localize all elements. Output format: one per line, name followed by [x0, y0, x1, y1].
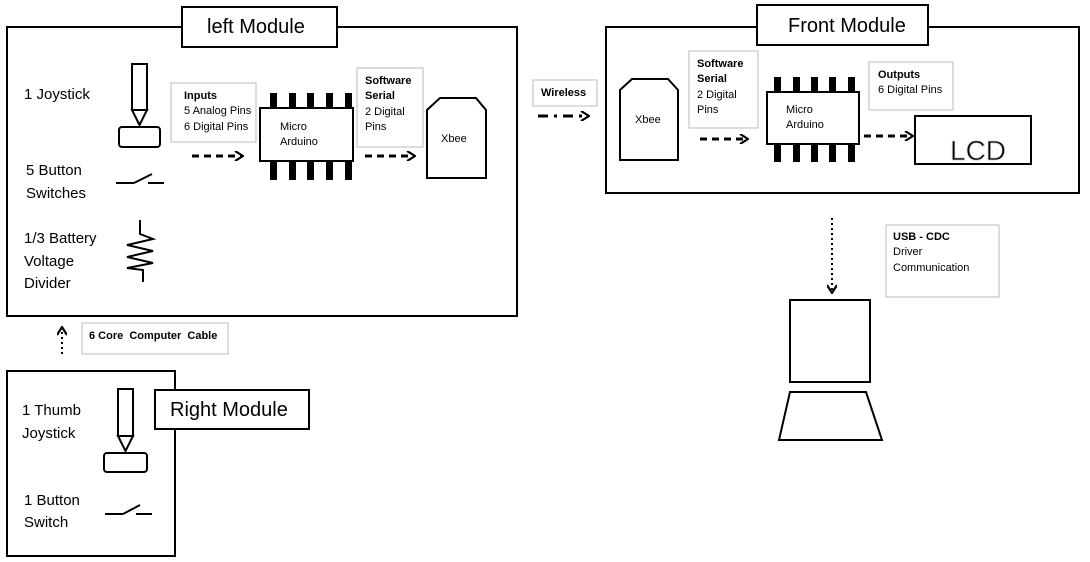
cable-label: 6 Core Computer Cable: [89, 330, 217, 342]
battery-label-3: Divider: [24, 275, 71, 292]
serial-note: [356, 67, 424, 148]
serial-note-line: Pins: [365, 121, 387, 133]
xbee-label: Xbee: [635, 114, 661, 126]
right-module-title: Right Module: [170, 399, 288, 421]
chip-label: Micro: [280, 121, 307, 133]
button-label: Switch: [24, 514, 68, 531]
serial-note-line: Pins: [697, 104, 719, 116]
joystick-icon: [118, 63, 161, 148]
arduino-chip-icon: [259, 93, 354, 180]
front-module-title: Front Module: [788, 15, 906, 37]
wireless-label: Wireless: [541, 87, 586, 99]
inputs-note: [170, 82, 257, 143]
joystick-label: 1 Joystick: [24, 86, 90, 103]
battery-label-1: 1/3 Battery: [24, 230, 97, 247]
inputs-note-line: 6 Digital Pins: [184, 121, 249, 133]
left-module: left Module 1 Joystick 5 Button Switches…: [6, 6, 518, 317]
battery-label-2: Voltage: [24, 253, 74, 270]
outputs-note-heading: Outputs: [878, 69, 920, 81]
serial-note-heading: Serial: [697, 73, 727, 85]
arduino-chip-icon: [766, 77, 860, 162]
chip-label: Micro: [786, 104, 813, 116]
inputs-note-heading: Inputs: [184, 90, 217, 102]
inputs-note-line: 5 Analog Pins: [184, 105, 252, 117]
thumb-joystick-label: 1 Thumb: [22, 402, 81, 419]
serial-note-heading: Serial: [365, 90, 395, 102]
switch-icon: [105, 504, 152, 515]
left-module-title-box: [181, 6, 338, 48]
lcd-label: LCD: [950, 135, 1006, 166]
serial-note-line: 2 Digital: [365, 106, 405, 118]
front-module: Front Module Xbee Software Serial 2 Digi…: [605, 4, 1080, 194]
cable-note: [81, 322, 229, 355]
xbee-icon: [619, 78, 679, 161]
front-module-title-box: [756, 4, 929, 46]
wireless-note: [532, 79, 598, 107]
usb-note-heading: USB - CDC: [893, 231, 950, 243]
chip-label: Arduino: [280, 136, 318, 148]
computer-icon: [777, 299, 884, 441]
right-module: Right Module 1 Thumb Joystick 1 Button S…: [6, 370, 310, 557]
usb-note: [885, 224, 1000, 298]
serial-note-heading: Software: [365, 75, 411, 87]
xbee-icon: [426, 97, 487, 179]
chip-label: Arduino: [786, 119, 824, 131]
lcd-display-icon: [914, 115, 1032, 165]
outputs-note: [868, 61, 954, 111]
serial-note-heading: Software: [697, 58, 743, 70]
usb-note-line: Communication: [893, 262, 969, 274]
xbee-label: Xbee: [441, 133, 467, 145]
button-label-1: 5 Button: [26, 162, 82, 179]
joystick-icon: [103, 388, 148, 473]
usb-note-line: Driver: [893, 246, 923, 258]
serial-note: [688, 50, 759, 129]
switch-icon: [116, 173, 164, 184]
button-label: 1 Button: [24, 492, 80, 509]
left-module-title: left Module: [207, 16, 305, 38]
resistor-icon: [126, 220, 157, 282]
serial-note-line: 2 Digital: [697, 89, 737, 101]
thumb-joystick-label: Joystick: [22, 425, 76, 442]
right-module-title-box: [154, 389, 310, 430]
button-label-2: Switches: [26, 185, 86, 202]
outputs-note-line: 6 Digital Pins: [878, 84, 943, 96]
